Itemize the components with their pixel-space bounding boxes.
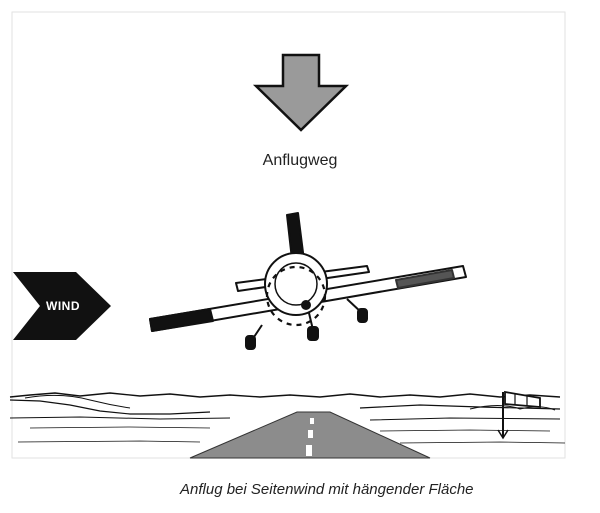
approach-label: Anflugweg <box>263 152 338 169</box>
figure-caption: Anflug bei Seitenwind mit hängender Fläc… <box>180 481 474 498</box>
landscape <box>9 392 566 444</box>
wind-label: WIND <box>46 299 80 313</box>
windsock-icon <box>497 390 541 440</box>
runway <box>189 411 431 459</box>
approach-arrow-icon <box>252 53 350 132</box>
airplane <box>149 212 467 350</box>
wind-arrow-icon <box>13 272 111 340</box>
